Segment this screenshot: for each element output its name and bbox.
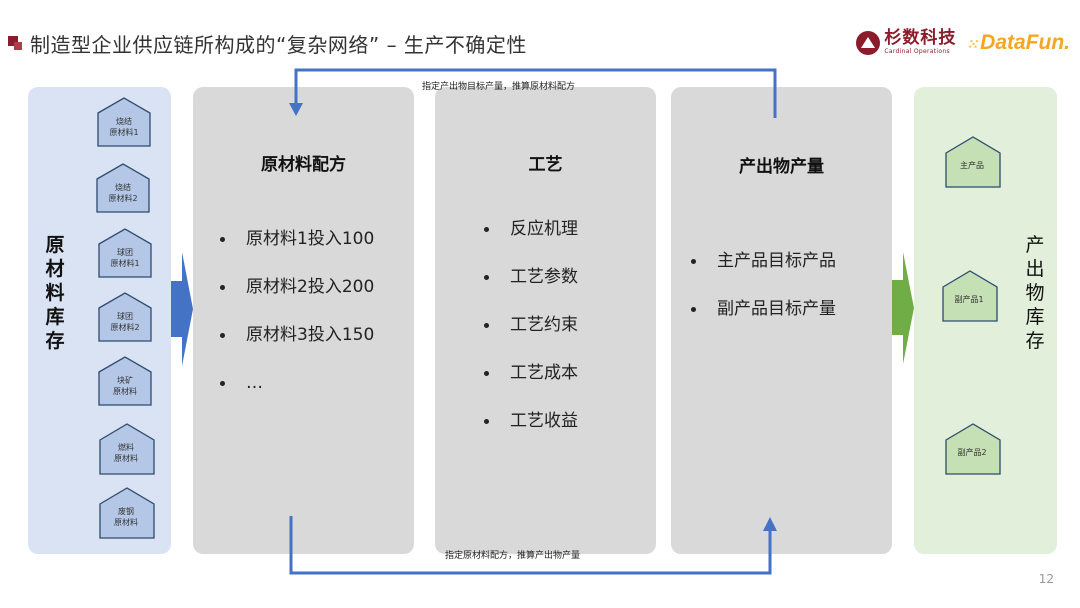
label-char: 库 — [1025, 306, 1045, 328]
process-panel — [435, 87, 656, 554]
label-char: 出 — [1025, 258, 1045, 280]
raw-material-item: 废钢原材料 — [99, 487, 155, 539]
raw-material-item: 烧结原材料1 — [97, 97, 151, 147]
output-item: 主产品目标产品 — [691, 249, 836, 297]
recipe-panel — [193, 87, 414, 554]
item-line1: 块矿 — [117, 376, 133, 385]
output-product-item: 主产品 — [945, 136, 1001, 188]
raw-material-item: 球团原材料1 — [98, 228, 152, 278]
label-char: 物 — [1025, 282, 1045, 304]
raw-inventory-label: 原 材 料 库 存 — [44, 233, 66, 353]
item-line2: 原材料 — [113, 387, 137, 396]
title-bullet-icon — [8, 36, 22, 50]
datafun-logo: ⁙DataFun. — [966, 31, 1070, 55]
cardinal-logo: 杉数科技 Cardinal Operations — [856, 30, 956, 55]
cardinal-logo-en: Cardinal Operations — [884, 48, 950, 55]
process-item: 工艺成本 — [484, 361, 578, 409]
logos: 杉数科技 Cardinal Operations ⁙DataFun. — [856, 30, 1070, 55]
item-line1: 烧结 — [116, 117, 132, 126]
output-inventory-label: 产 出 物 库 存 — [1024, 233, 1046, 353]
item-line1: 主产品 — [960, 161, 984, 170]
label-char: 产 — [1025, 234, 1045, 256]
output-product-item: 副产品2 — [945, 423, 1001, 475]
label-char: 原 — [45, 234, 65, 256]
item-line2: 原材料1 — [110, 259, 140, 268]
label-char: 存 — [45, 330, 65, 352]
process-title: 工艺 — [528, 155, 563, 175]
top-flow-note: 指定产出物目标产量，推算原材料配方 — [422, 82, 576, 92]
output-quantity-panel — [671, 87, 892, 554]
process-item: 工艺参数 — [484, 265, 578, 313]
label-char: 料 — [45, 282, 65, 304]
item-line2: 原材料1 — [109, 128, 139, 137]
process-item: 工艺约束 — [484, 313, 578, 361]
output-title: 产出物产量 — [739, 157, 824, 177]
tree-emblem-icon — [856, 30, 881, 55]
output-product-item: 副产品1 — [942, 270, 998, 322]
raw-material-item: 块矿原材料 — [98, 356, 152, 406]
raw-material-item: 烧结原材料2 — [96, 163, 150, 213]
green-arrow-icon — [892, 252, 914, 364]
blue-arrow-icon — [171, 252, 193, 366]
item-line2: 原材料 — [114, 518, 138, 527]
recipe-title: 原材料配方 — [261, 155, 346, 175]
datafun-logo-text: DataFun. — [980, 30, 1070, 54]
cardinal-logo-cn: 杉数科技 — [884, 28, 957, 48]
title-text: 制造型企业供应链所构成的“复杂网络” – 生产不确定性 — [30, 32, 527, 57]
item-line1: 球团 — [117, 312, 133, 321]
recipe-item: … — [220, 371, 374, 419]
bottom-flow-note: 指定原材料配方，推算产出物产量 — [445, 551, 581, 561]
raw-material-item: 球团原材料2 — [98, 292, 152, 342]
raw-material-item: 燃料原材料 — [99, 423, 155, 475]
label-char: 材 — [45, 258, 65, 280]
item-line2: 原材料2 — [110, 323, 140, 332]
process-list: 反应机理 工艺参数 工艺约束 工艺成本 工艺收益 — [484, 217, 578, 457]
output-list: 主产品目标产品 副产品目标产量 — [691, 249, 836, 345]
recipe-list: 原材料1投入100 原材料2投入200 原材料3投入150 … — [220, 227, 374, 419]
label-char: 库 — [45, 306, 65, 328]
item-line1: 副产品2 — [957, 448, 987, 457]
item-line1: 燃料 — [118, 443, 134, 452]
item-line1: 废钢 — [118, 507, 134, 516]
slide-title: 制造型企业供应链所构成的“复杂网络” – 生产不确定性 — [8, 28, 527, 58]
item-line1: 烧结 — [115, 183, 131, 192]
recipe-item: 原材料2投入200 — [220, 275, 374, 323]
recipe-item: 原材料1投入100 — [220, 227, 374, 275]
item-line2: 原材料 — [114, 454, 138, 463]
process-item: 工艺收益 — [484, 409, 578, 457]
process-item: 反应机理 — [484, 217, 578, 265]
label-char: 存 — [1025, 330, 1045, 352]
item-line2: 原材料2 — [108, 194, 138, 203]
page-number: 12 — [1038, 572, 1054, 586]
recipe-item: 原材料3投入150 — [220, 323, 374, 371]
output-item: 副产品目标产量 — [691, 297, 836, 345]
item-line1: 球团 — [117, 248, 133, 257]
dots-icon: ⁙ — [966, 35, 979, 52]
item-line1: 副产品1 — [954, 295, 984, 304]
